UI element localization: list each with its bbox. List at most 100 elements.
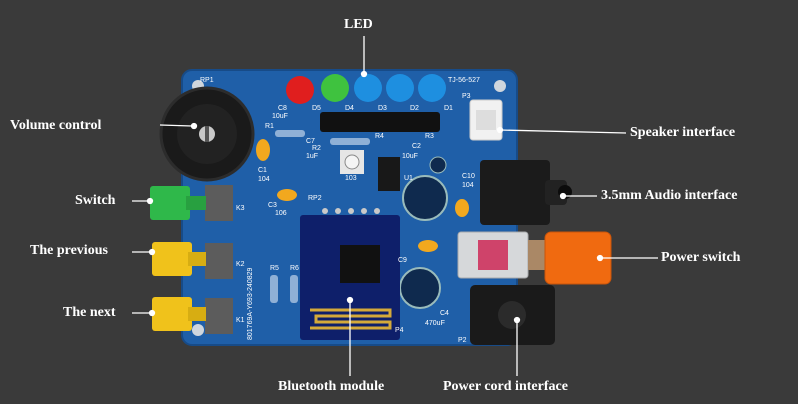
tactile-base-k2 (205, 243, 233, 279)
capacitor-large-1 (402, 175, 448, 221)
silk-c4-value: 470uF (425, 320, 445, 327)
pointer-switch-dot (146, 197, 154, 205)
pointer-speaker-dot (496, 126, 504, 134)
ic-u1 (378, 157, 400, 191)
speaker-connector-slot (476, 110, 496, 130)
silk-board-code: 801769A-Y693-240829 (247, 267, 254, 340)
resistor (330, 138, 370, 145)
silk-d1: D1 (444, 105, 453, 112)
label-led: LED (344, 17, 373, 32)
silk-c7-value: 1uF (306, 153, 318, 160)
silk-c7: C7 (306, 138, 315, 145)
next-button[interactable] (152, 297, 192, 331)
silk-r2: R2 (312, 145, 321, 152)
pointer-volume (159, 124, 193, 127)
silk-r3: R3 (425, 133, 434, 140)
power-jack-hole (498, 301, 526, 329)
silk-rp2: RP2 (308, 195, 322, 202)
label-bluetooth-module: Bluetooth module (278, 379, 385, 394)
ceramic-cap-4 (418, 240, 438, 252)
led-blue-3 (418, 74, 446, 102)
pointer-volume-dot (190, 122, 198, 130)
silk-c10-value: 104 (462, 182, 474, 189)
capacitor-large-2 (399, 267, 441, 309)
silk-k3: K3 (236, 205, 245, 212)
pointer-led-dot (360, 70, 368, 78)
silk-k1: K1 (236, 317, 245, 324)
pointer-speaker (499, 129, 627, 134)
silk-d2: D2 (410, 105, 419, 112)
silk-r5: R5 (270, 265, 279, 272)
led-green (321, 74, 349, 102)
bt-pin-row (322, 208, 380, 214)
silk-pot-103: 103 (345, 175, 357, 182)
label-previous: The previous (30, 243, 108, 258)
led-blue-1 (354, 74, 382, 102)
resistor (275, 130, 305, 137)
silk-c10: C10 (462, 173, 475, 180)
trimmer-pot-screw (344, 154, 360, 170)
silk-c9: C9 (398, 257, 407, 264)
pointer-power-switch-dot (596, 254, 604, 262)
tactile-base-k3 (205, 185, 233, 221)
silk-r1: R1 (265, 123, 274, 130)
bluetooth-antenna (310, 308, 392, 330)
power-switch-spring (528, 240, 546, 270)
silk-r4: R4 (375, 133, 384, 140)
switch-button[interactable] (150, 186, 190, 220)
power-switch-window (478, 240, 508, 270)
silk-c1: C1 (258, 167, 267, 174)
ceramic-cap-3 (455, 199, 469, 217)
led-red (286, 76, 314, 104)
pointer-bluetooth-dot (346, 296, 354, 304)
label-audio-interface: 3.5mm Audio interface (601, 188, 738, 203)
silk-p2: P2 (458, 337, 467, 344)
silk-d3: D3 (378, 105, 387, 112)
silk-k2: K2 (236, 261, 245, 268)
audio-jack[interactable] (480, 160, 550, 225)
tactile-base-k1 (205, 298, 233, 334)
silk-d4: D4 (345, 105, 354, 112)
led-blue-2 (386, 74, 414, 102)
silk-p4: P4 (395, 327, 404, 334)
switch-button-stem (186, 196, 206, 210)
label-next: The next (63, 305, 116, 320)
volume-knob-slot (205, 126, 209, 142)
resistor (290, 275, 298, 303)
ceramic-cap-2 (277, 189, 297, 201)
silk-cap-106: 106 (275, 210, 287, 217)
pointer-power-cord-dot (513, 316, 521, 324)
silk-c8-value: 10uF (272, 113, 288, 120)
silk-c8: C8 (278, 105, 287, 112)
silk-u1: U1 (404, 175, 413, 182)
label-speaker-interface: Speaker interface (630, 125, 736, 140)
pin-header (320, 112, 440, 132)
mount-hole (494, 80, 506, 92)
silk-c3: C3 (268, 202, 277, 209)
bluetooth-chip (340, 245, 380, 283)
silk-board-id: TJ-56-527 (448, 77, 480, 84)
silk-p3: P3 (462, 93, 471, 100)
silk-c4: C4 (440, 310, 449, 317)
label-power-cord-interface: Power cord interface (443, 379, 568, 394)
silk-rp1: RP1 (200, 77, 214, 84)
silk-d5: D5 (312, 105, 321, 112)
previous-button-stem (188, 252, 206, 266)
pointer-next-dot (148, 309, 156, 317)
resistor (270, 275, 278, 303)
next-button-stem (188, 307, 206, 321)
ceramic-cap-1 (256, 139, 270, 161)
label-power-switch: Power switch (661, 250, 741, 265)
silk-r6: R6 (290, 265, 299, 272)
mount-hole (192, 324, 204, 336)
pointer-previous-dot (148, 248, 156, 256)
silk-c2-value: 10uF (402, 153, 418, 160)
label-switch: Switch (75, 193, 116, 208)
pointer-audio-dot (559, 192, 567, 200)
label-volume-control: Volume control (10, 118, 102, 133)
previous-button[interactable] (152, 242, 192, 276)
silk-c1-value: 104 (258, 176, 270, 183)
silk-c2: C2 (412, 143, 421, 150)
